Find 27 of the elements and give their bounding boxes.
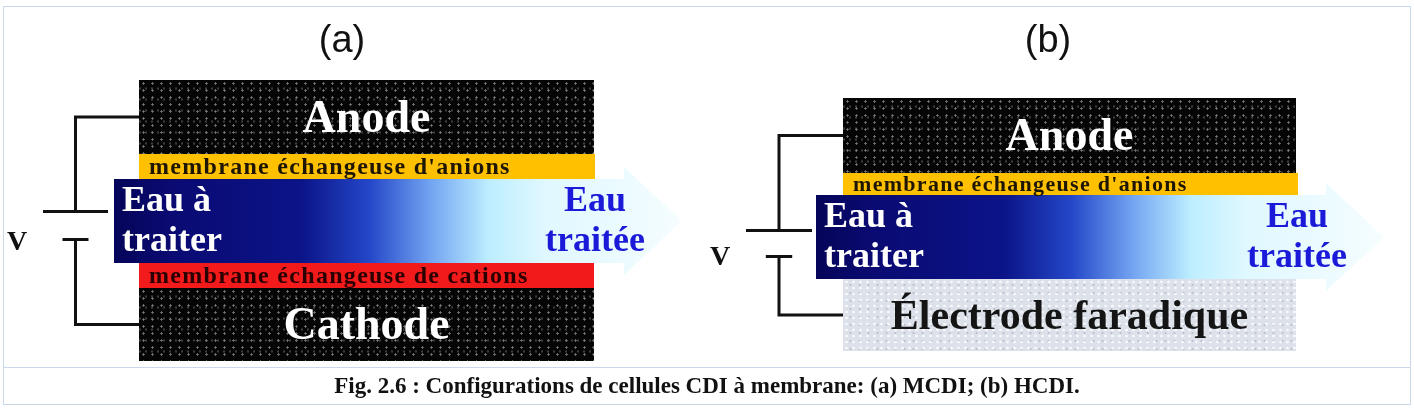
- membrane-label: membrane échangeuse d'anions: [149, 154, 511, 179]
- inlet-label: Eau à traiter: [122, 179, 222, 259]
- inlet-label: Eau à traiter: [824, 195, 924, 275]
- membrane-label: membrane échangeuse de cations: [149, 263, 529, 288]
- electrode-block: [139, 80, 594, 154]
- electrode-block: [843, 98, 1296, 173]
- electrode-label: Électrode faradique: [890, 292, 1249, 338]
- panel-label: (b): [1024, 17, 1072, 62]
- voltage-label: V: [7, 227, 28, 255]
- wire: [777, 134, 843, 229]
- electrode-label: Cathode: [283, 300, 450, 349]
- electrode-block: [139, 288, 594, 361]
- electrode-block: [843, 279, 1296, 351]
- figure-caption: Fig. 2.6 : Configurations de cellules CDI à membrane: (a) MCDI; (b) HCDI.: [334, 372, 1080, 400]
- electrode-label: Anode: [1005, 111, 1134, 160]
- wire: [74, 115, 139, 210]
- outlet-label: Eau traitée: [545, 179, 645, 259]
- electrode-label: Anode: [302, 92, 431, 142]
- voltage-label: V: [710, 242, 731, 270]
- membrane-strip: [139, 263, 594, 288]
- membrane-label: membrane échangeuse d'anions: [853, 173, 1188, 195]
- wire: [74, 241, 139, 326]
- membrane-strip: [843, 173, 1298, 195]
- panel-label: (a): [318, 17, 366, 62]
- outlet-label: Eau traitée: [1247, 195, 1347, 275]
- wire: [777, 258, 843, 317]
- membrane-strip: [139, 154, 595, 179]
